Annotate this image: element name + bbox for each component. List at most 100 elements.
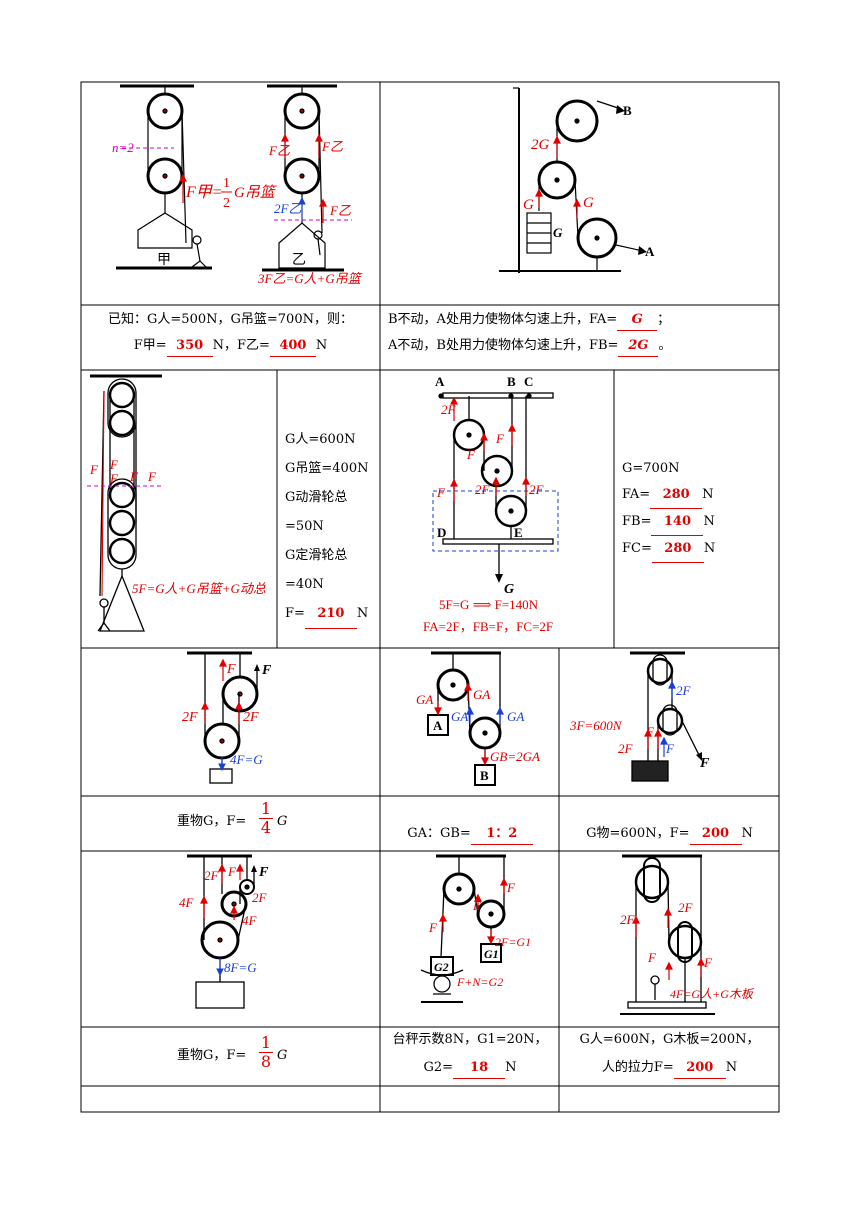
f-yi-left: F乙 (268, 143, 290, 158)
fa-unit: N (702, 487, 714, 502)
label-B: B (507, 374, 516, 389)
unit-2: N (315, 338, 328, 353)
ga-left: GA (416, 692, 433, 707)
unit-1: N，F乙= (212, 338, 270, 353)
two-f-10b: 2F (678, 900, 694, 915)
eighth-den: 8 (259, 1052, 273, 1071)
plank-post: N (725, 1060, 738, 1075)
answer-fa[interactable]: G (617, 310, 658, 331)
answer-fa-280[interactable]: 280 (650, 482, 703, 509)
f-blue: F (665, 741, 675, 756)
g-basket: G吊篮 (234, 184, 277, 201)
plank-line1: G人=600N，G木板=200N， (579, 1032, 760, 1047)
two-f-g1: 2F=G1 (495, 935, 531, 949)
g-wu-pre: G物=600N，F= (586, 826, 690, 841)
diagram-ga-gb: GA GA GA GA A B GB=2GA (416, 651, 540, 786)
ab-line2-post: 。 (658, 338, 672, 353)
text-ab: B不动，A处用力使物体匀速上升，FA=G； A不动，B处用力使物体匀速上升，FB… (388, 310, 778, 368)
diagram-five-strand: F F F F F 5F=G人+G吊篮+G动总 (87, 374, 266, 632)
f-label-5: F (147, 469, 157, 484)
eq-abcde-1: 5F=G ⟹ F=140N (439, 597, 539, 612)
label-f-b: F (495, 431, 505, 446)
answer-f-200b[interactable]: 200 (673, 1058, 726, 1079)
f-10b: F (703, 955, 713, 970)
ga-blue-1: GA (451, 709, 468, 724)
f-small: F (227, 864, 237, 879)
three-f-eq: 3F=600N (569, 718, 623, 733)
f-unit: N (356, 606, 369, 621)
eighth-pre: 重物G，F= (177, 1048, 247, 1063)
fa-text: FA= (622, 487, 651, 502)
ab-line2: A不动，B处用力使物体匀速上升，FB= (388, 338, 619, 353)
answer-g2[interactable]: 18 (453, 1058, 506, 1079)
given-line: 已知：G人=500N，G吊篮=700N，则： (108, 312, 353, 327)
fb-text: FB= (622, 514, 652, 529)
f-text: F= (285, 606, 305, 621)
answer-f-200a[interactable]: 200 (689, 824, 742, 845)
two-f-left: 2F (182, 710, 198, 725)
diagram-scale: F F F 2F=G1 G1 G2 F+N=G2 (420, 854, 531, 1003)
text-quarter: 重物G，F= 1 4 G (82, 800, 379, 850)
four-f-r: 4F (242, 913, 258, 928)
f-jia-text: F甲= (133, 338, 167, 353)
answer-f-jia[interactable]: 350 (166, 336, 213, 357)
ab-line1: B不动，A处用力使物体匀速上升，FA= (388, 312, 618, 327)
answer-fb[interactable]: 2G (618, 336, 659, 357)
f-jia-label: F甲= (185, 184, 223, 201)
f-yi-low: F乙 (329, 203, 351, 218)
fc-text: FC= (622, 541, 652, 556)
answer-f-yi[interactable]: 400 (269, 336, 316, 357)
two-f-r: 2F (252, 890, 268, 905)
two-f-l: 2F (204, 868, 220, 883)
box-b: B (480, 768, 489, 783)
diagram-abcde: A B C D E 2F F F F 2F 2F G 5F=G ⟹ F=140N… (423, 374, 559, 634)
label-D: D (437, 525, 446, 540)
label-E: E (514, 525, 523, 540)
f-right: F (261, 663, 272, 678)
yi-label: 乙 (292, 252, 306, 268)
diagram-plank: 2F 2F F F 4F=G人+G木板 (620, 854, 755, 1015)
box-g1: G1 (484, 947, 499, 961)
four-f-eq: 4F=G人+G木板 (670, 987, 755, 1001)
label-f-d: F (436, 485, 446, 500)
text-eighth: 重物G，F= 1 8 G (82, 1034, 379, 1084)
eighth-post: G (277, 1048, 288, 1063)
two-f-blue: 2F (676, 683, 692, 698)
ga-gb-pre: GA：GB= (407, 826, 471, 841)
quarter-post: G (277, 814, 288, 829)
n-label: n=2 (112, 140, 134, 155)
label-2g: 2G (531, 137, 550, 153)
scale-line1: 台秤示数8N，G1=20N， (392, 1032, 548, 1047)
label-2f-e: 2F (475, 482, 491, 497)
answer-ratio[interactable]: 1：2 (470, 824, 533, 845)
label-g-weight: G (553, 225, 563, 240)
g-basket-val: G吊篮=400N (285, 461, 369, 476)
label-C: C (524, 374, 533, 389)
fc-unit: N (703, 541, 716, 556)
diagram-eighth: F F 2F 2F 4F 4F 8F=G (179, 854, 269, 1009)
two-f-yi: 2F乙 (274, 201, 301, 216)
four-f-g: 4F=G (230, 752, 263, 767)
ga-blue-2: GA (507, 709, 524, 724)
answer-f-five[interactable]: 210 (304, 599, 357, 629)
answer-fc-280[interactable]: 280 (651, 536, 704, 563)
f-pull: F (699, 756, 710, 771)
label-f-mid: F (466, 447, 476, 462)
g-person: G人=600N (285, 432, 356, 447)
four-f-l: 4F (179, 895, 195, 910)
f-label-2: F (109, 457, 119, 472)
f-10a: F (647, 950, 657, 965)
label-g-left: G (523, 197, 534, 213)
eight-f-g: 8F=G (224, 960, 257, 975)
g-700: G=700N (622, 461, 680, 476)
eq3-label: 3F乙=G人+G吊篮 (257, 271, 363, 286)
answer-fb-140[interactable]: 140 (651, 509, 704, 536)
two-f-right: 2F (243, 710, 259, 725)
diagram-ab: B A 2G G G G (499, 87, 655, 273)
box-g2: G2 (434, 960, 449, 974)
